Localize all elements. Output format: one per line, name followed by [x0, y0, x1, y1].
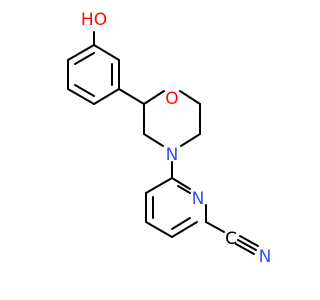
bond — [145, 177, 173, 194]
morpholine-oxygen-label: O — [165, 89, 178, 109]
bond — [118, 88, 145, 105]
bond — [179, 90, 201, 105]
bond — [143, 90, 165, 105]
bonds — [67, 31, 259, 255]
bond — [93, 88, 120, 105]
bond — [237, 239, 257, 251]
bond — [171, 177, 191, 190]
bond — [177, 185, 191, 194]
bond — [180, 133, 201, 147]
bond — [143, 133, 164, 147]
bond — [93, 44, 120, 61]
bond — [74, 84, 95, 97]
atom-labels: HO O N N C N — [81, 10, 271, 267]
bond — [67, 88, 95, 105]
morpholine-nitrogen-label: N — [166, 145, 179, 165]
pyridine-nitrogen-label: N — [192, 189, 205, 209]
bond — [171, 221, 198, 238]
bond — [74, 52, 95, 65]
bond — [239, 235, 259, 247]
bond — [235, 243, 255, 255]
bond — [145, 221, 173, 238]
bond — [205, 221, 225, 233]
structure-canvas: HO O N N C N — [67, 10, 271, 267]
bond — [67, 44, 95, 61]
bond — [171, 217, 191, 230]
nitrile-nitrogen-label: N — [259, 247, 272, 267]
hydroxyl-label: HO — [81, 10, 107, 30]
structure-diagram: HO O N N C N — [67, 10, 271, 267]
nitrile-carbon-label: C — [225, 229, 237, 249]
